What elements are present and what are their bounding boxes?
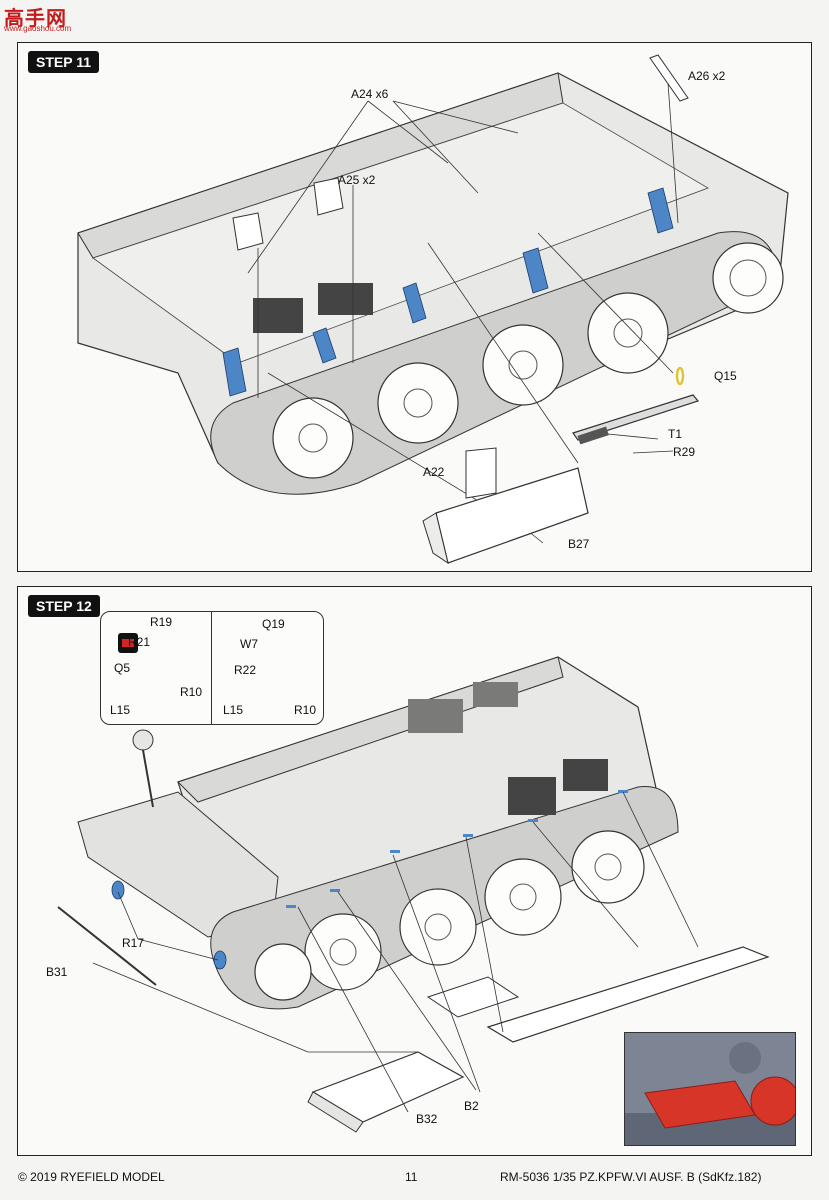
footer-product: RM-5036 1/35 PZ.KPFW.VI AUSF. B (SdKfz.1… [500,1170,762,1184]
inset-divider [211,612,212,724]
watermark-logo: 高手网 www.gaoshou.com [4,2,84,36]
part-label-r19: R19 [150,615,173,629]
part-label-a26: A26 x2 [688,69,726,83]
step-12-panel: STEP 12 R19 R21 Q5 R10 L15 Q19 W7 R22 L1… [17,586,812,1156]
footer-copyright: © 2019 RYEFIELD MODEL [18,1170,165,1184]
part-label-b32: B32 [416,1112,438,1126]
footer-page-number: 11 [405,1170,418,1184]
detail-inset [100,611,324,725]
step-12-illustration [57,622,770,1133]
watermark-url: www.gaoshou.com [4,24,72,33]
part-label-b2: B2 [464,1099,479,1113]
swap-arrow-icon [118,633,138,653]
part-label-l15-right: L15 [223,703,244,717]
reference-photo-art [625,1033,795,1145]
step-12-badge: STEP 12 [28,595,100,617]
part-label-q5: Q5 [114,661,131,675]
reference-photo [624,1032,796,1146]
watermark-text: 高手网 [4,8,67,30]
part-label-w7: W7 [240,637,258,651]
part-label-r21: R21 [128,635,151,649]
part-label-l15-left: L15 [110,703,131,717]
part-label-b27: B27 [568,537,590,551]
step-11-badge: STEP 11 [28,51,100,73]
part-label-q19: Q19 [262,617,285,631]
part-label-q15: Q15 [714,369,737,383]
part-label-a22: A22 [423,465,445,479]
part-label-b31: B31 [46,965,68,979]
part-label-a24: A24 x6 [351,87,389,101]
part-label-r29: R29 [673,445,696,459]
part-label-r10-left: R10 [180,685,203,699]
step-11-panel: STEP 11 A24 x6 A25 x2 A26 x2 Q15 T1 R29 … [17,42,812,572]
part-label-t1: T1 [668,427,683,441]
step-11-illustration [77,54,789,565]
part-label-r17: R17 [122,936,145,950]
part-label-r22: R22 [234,663,257,677]
part-label-a25: A25 x2 [338,173,376,187]
part-label-r10-right: R10 [294,703,317,717]
